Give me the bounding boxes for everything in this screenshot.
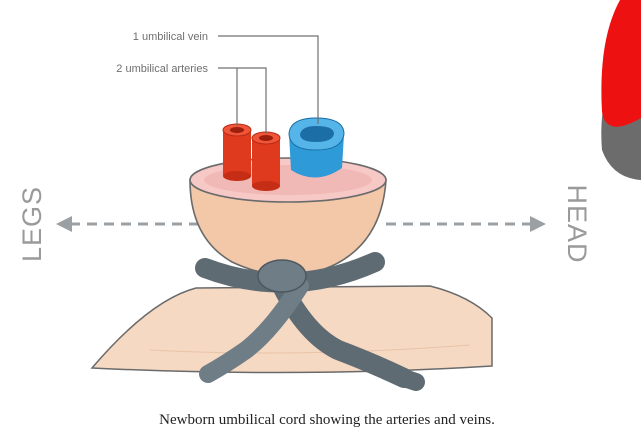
clamp-knot [258,260,306,292]
arteries-label: 2 umbilical arteries [116,63,208,75]
corner-red-shape [601,0,641,127]
figure-caption: Newborn umbilical cord showing the arter… [159,412,495,428]
legs-label: LEGS [17,186,47,262]
vein-leader [218,36,318,124]
vein-label: 1 umbilical vein [133,31,208,43]
umbilical-artery-1 [223,124,251,181]
umbilical-vein [289,118,344,178]
umbilical-artery-2 [252,132,280,191]
head-label: HEAD [562,184,592,263]
arrow-head-right [530,216,546,232]
corner-decoration [601,0,641,180]
arrow-head-left [56,216,72,232]
